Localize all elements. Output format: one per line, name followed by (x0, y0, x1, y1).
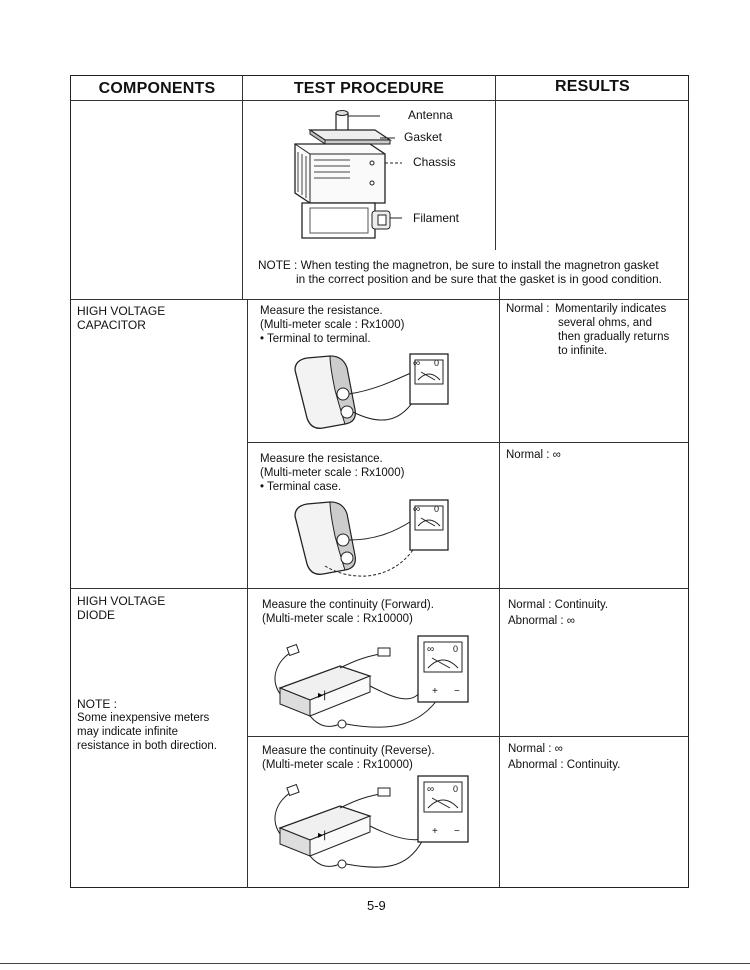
capacitor-test2-result: Normal : ∞ (506, 449, 561, 461)
meter3-plus: + (432, 686, 438, 697)
test-table (70, 75, 689, 888)
diode-test1-step1: Measure the continuity (Forward). (262, 599, 434, 611)
header-test-procedure: TEST PROCEDURE (293, 80, 445, 97)
capacitor-terminal-illustration (294, 353, 449, 429)
capacitor-test1-step1: Measure the resistance. (260, 305, 383, 317)
diode-note-line1: Some inexpensive meters (77, 712, 210, 724)
magnetron-illustration (294, 110, 402, 239)
header-components: COMPONENTS (98, 80, 216, 97)
component-hv-capacitor-line2: CAPACITOR (77, 318, 146, 332)
diode-test2-step2: (Multi-meter scale : Rx10000) (262, 759, 413, 771)
meter1-infinity: ∞ (413, 358, 421, 369)
capacitor-test1-result-line1: Momentarily indicates (555, 303, 667, 315)
svg-text:▸|: ▸| (318, 690, 326, 701)
page-number: 5-9 (367, 898, 386, 913)
diode-test1-step2: (Multi-meter scale : Rx10000) (262, 613, 413, 625)
column-divider-2 (495, 75, 496, 250)
row-rule-magnetron (70, 299, 689, 300)
meter1-zero: 0 (434, 358, 440, 368)
label-gasket: Gasket (404, 130, 443, 144)
component-hv-diode-line1: HIGH VOLTAGE (77, 594, 166, 608)
header-rule (70, 100, 689, 101)
meter4-plus: + (432, 826, 438, 837)
meter4-minus: − (454, 826, 460, 837)
component-hv-capacitor-line1: HIGH VOLTAGE (77, 304, 166, 318)
diode-test1-result1: Normal : Continuity. (508, 599, 609, 611)
capacitor-test1-result-line4: to infinite. (558, 345, 608, 357)
capacitor-test2-step1: Measure the resistance. (260, 453, 383, 465)
diode-forward-illustration: ▸| (274, 635, 469, 729)
label-chassis: Chassis (413, 155, 456, 169)
meter3-zero: 0 (453, 644, 459, 654)
column-divider-1 (242, 75, 243, 300)
meter2-zero: 0 (434, 504, 440, 514)
diode-test2-result2: Abnormal : Continuity. (508, 759, 621, 771)
diode-test2-step1: Measure the continuity (Reverse). (262, 745, 435, 757)
capacitor-test1-result-line2: several ohms, and (558, 317, 652, 329)
diode-note-title: NOTE : (77, 697, 118, 711)
diode-note-line3: resistance in both direction. (77, 740, 217, 752)
column-divider-1b (247, 300, 248, 888)
meter3-minus: − (454, 686, 460, 697)
header-results: RESULTS (555, 78, 630, 95)
svg-text:▸|: ▸| (318, 830, 326, 841)
capacitor-test1-result-prefix: Normal : (506, 303, 550, 315)
capacitor-test1-result-line3: then gradually returns (558, 331, 670, 343)
column-divider-2b (499, 287, 500, 887)
label-filament: Filament (413, 211, 460, 225)
meter4-zero: 0 (453, 784, 459, 794)
capacitor-case-illustration (294, 499, 449, 577)
meter4-infinity: ∞ (427, 784, 435, 795)
label-antenna: Antenna (408, 108, 453, 122)
row-rule-capacitor-sub (247, 442, 689, 443)
capacitor-test2-step3: • Terminal case. (260, 481, 342, 493)
meter3-infinity: ∞ (427, 644, 435, 655)
diode-reverse-illustration: ▸| (274, 775, 469, 869)
component-hv-diode-line2: DIODE (77, 608, 116, 622)
meter2-infinity: ∞ (413, 504, 421, 515)
diode-test2-result1: Normal : ∞ (508, 743, 563, 755)
capacitor-test1-step2: (Multi-meter scale : Rx1000) (260, 319, 405, 331)
row-rule-diode-sub (247, 736, 689, 737)
page-bottom-rule (0, 963, 750, 964)
diode-test1-result2: Abnormal : ∞ (508, 615, 576, 627)
diode-note-line2: may indicate infinite (77, 726, 178, 738)
capacitor-test1-step3: • Terminal to terminal. (260, 333, 371, 345)
magnetron-note-line2: in the correct position and be sure that… (296, 272, 662, 286)
capacitor-test2-step2: (Multi-meter scale : Rx1000) (260, 467, 405, 479)
magnetron-note-line1: NOTE : When testing the magnetron, be su… (258, 258, 659, 272)
row-rule-capacitor (70, 588, 689, 589)
